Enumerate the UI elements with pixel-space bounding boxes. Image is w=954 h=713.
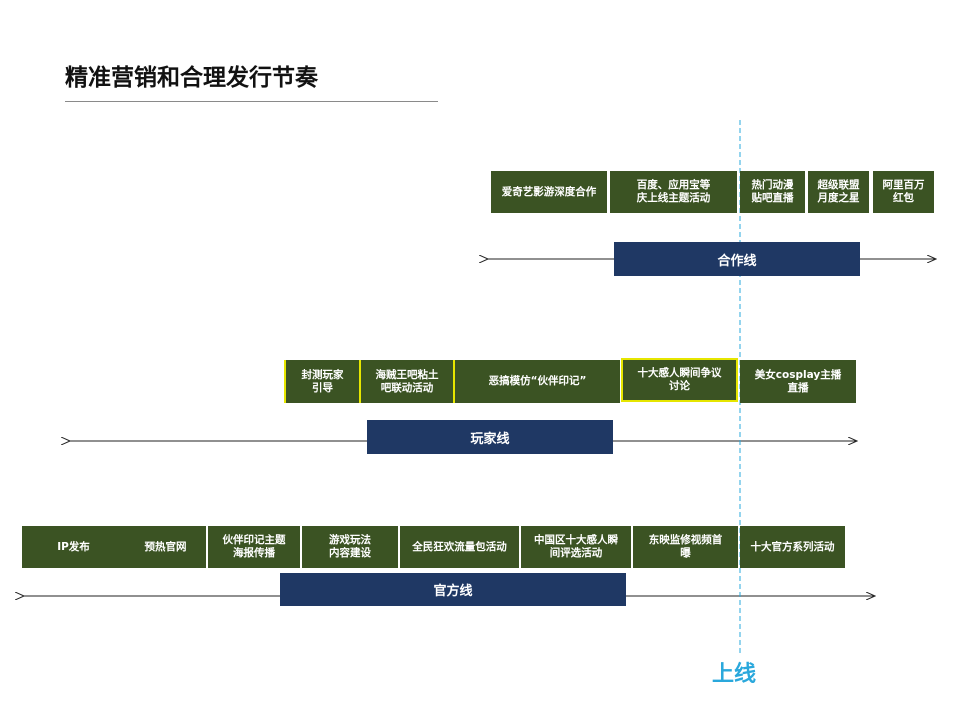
player-item-beta: 封测玩家 引导	[284, 360, 359, 403]
coop-item-baidu: 百度、应用宝等 庆上线主题活动	[610, 171, 737, 213]
official-item-vote: 中国区十大感人瞬 间评选活动	[521, 526, 631, 568]
slide-title: 精准营销和合理发行节奏	[65, 65, 318, 91]
coop-item-league: 超级联盟 月度之星	[808, 171, 869, 213]
player-item-cosplay: 美女cosplay主播 直播	[740, 360, 856, 403]
player-bar: 玩家线	[367, 420, 613, 454]
official-item-toei-video: 东映监修视频首 曝	[633, 526, 738, 568]
official-item-series: 十大官方系列活动	[740, 526, 845, 568]
title-underline	[65, 101, 438, 102]
cooperation-bar: 合作线	[614, 242, 860, 276]
official-item-ip: IP发布	[22, 526, 125, 568]
official-item-carnival: 全民狂欢流量包活动	[400, 526, 519, 568]
official-item-gameplay: 游戏玩法 内容建设	[302, 526, 398, 568]
player-item-onepiece: 海贼王吧粘土 吧联动活动	[359, 360, 453, 403]
coop-item-iqiyi: 爱奇艺影游深度合作	[491, 171, 607, 213]
official-item-website: 预热官网	[125, 526, 206, 568]
official-bar: 官方线	[280, 573, 626, 606]
coop-item-anime: 热门动漫 贴吧直播	[740, 171, 805, 213]
player-item-debate: 十大感人瞬间争议 讨论	[621, 358, 738, 402]
launch-label: 上线	[712, 662, 757, 687]
player-item-parody: 恶搞模仿“伙伴印记”	[453, 360, 620, 403]
official-item-poster: 伙伴印记主题 海报传播	[208, 526, 300, 568]
coop-item-alibaba: 阿里百万 红包	[873, 171, 934, 213]
